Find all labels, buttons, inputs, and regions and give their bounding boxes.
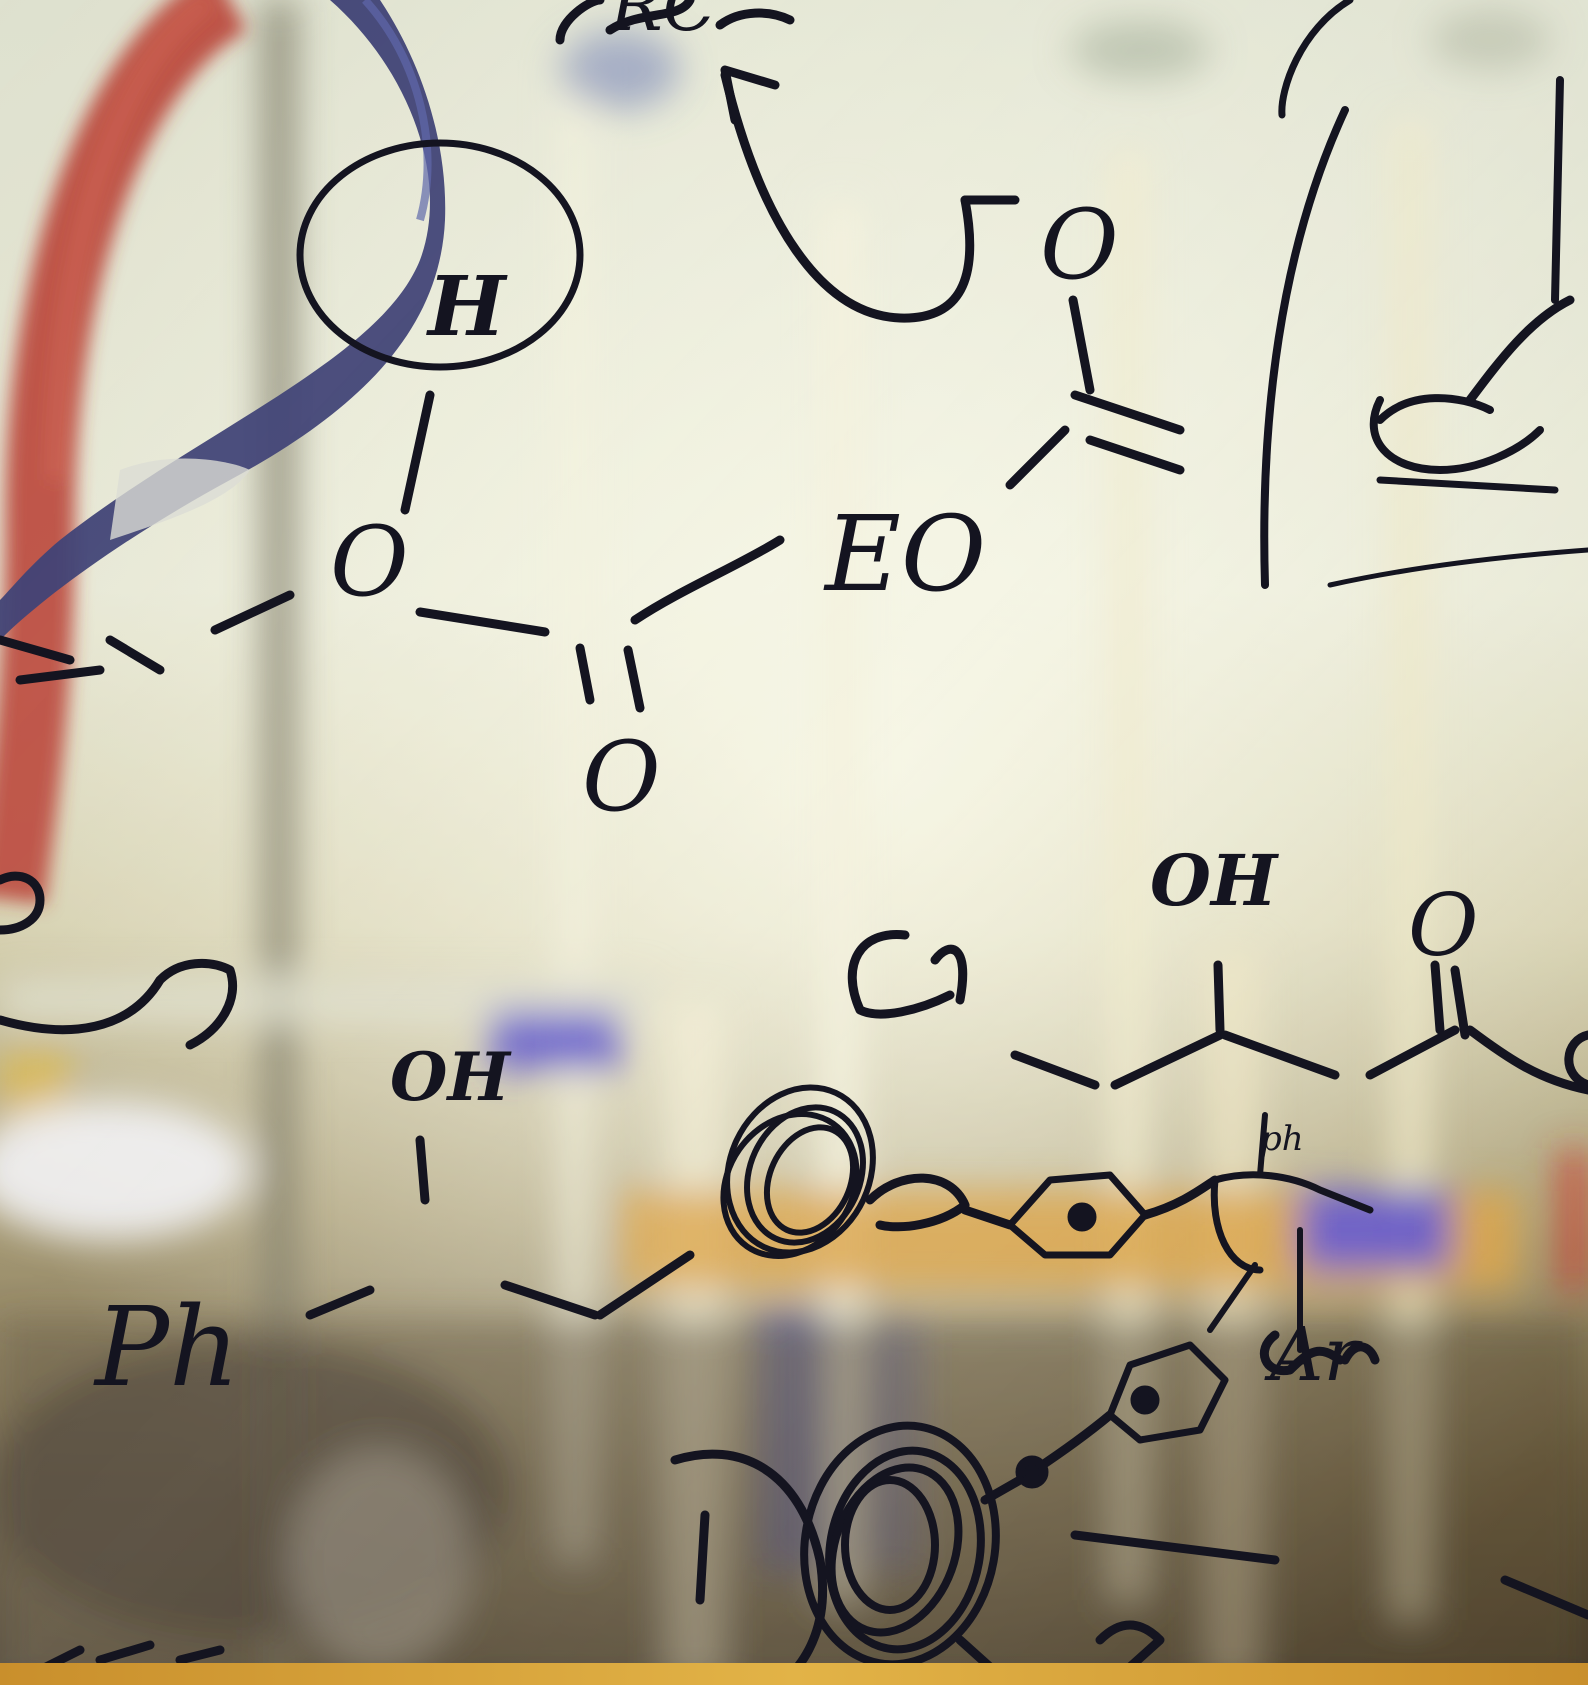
left-ring-fragment [0, 958, 238, 1050]
divider-line [1327, 547, 1588, 588]
o-c-bond-left [210, 590, 295, 635]
small-ph-label: ph [1260, 1119, 1304, 1159]
ball-tail [865, 1173, 970, 1232]
ligand-lines [1207, 1112, 1303, 1353]
right-edge-o [1564, 1030, 1588, 1090]
carbonyl-right-2 [1450, 965, 1470, 1040]
ar-stroke [1259, 1330, 1380, 1376]
ar-label: Ar [1264, 1312, 1363, 1398]
scribble-ball-1 [720, 1084, 876, 1259]
carbonyl-right-1 [1430, 960, 1445, 1035]
arrowhead [720, 65, 780, 125]
oh-left-label: OH [390, 1038, 512, 1116]
bracket-line-2 [1278, 0, 1354, 119]
carbonyl-double-bond-1 [575, 643, 595, 705]
ring-link-2 [1140, 1175, 1220, 1220]
lower-bond-2 [1500, 1575, 1588, 1620]
zigzag-3 [1220, 1030, 1340, 1080]
scribble-right [1369, 394, 1544, 474]
c-chain-1 [500, 1280, 600, 1320]
c-eo-bond [630, 535, 785, 625]
zigzag-1 [1010, 1050, 1100, 1090]
oxygen-label-top: O [1040, 189, 1119, 301]
h-circle [296, 139, 584, 371]
zigzag-4 [1365, 1025, 1460, 1080]
left-edge-strokes [0, 635, 165, 685]
phenyl-ring-2-center [1130, 1385, 1160, 1415]
upper-carbonyl-bond-2 [1085, 435, 1185, 475]
top-fragment-strokes [555, 0, 795, 45]
o-c-bond-right [415, 607, 550, 637]
right-underline [1376, 476, 1559, 494]
scribble-arc [670, 1449, 828, 1685]
eo-c-bond [1005, 425, 1070, 490]
lower-bond-1 [1070, 1530, 1280, 1565]
oh-c-bond [1213, 960, 1225, 1035]
oh-c-bond-left [415, 1135, 430, 1205]
hydrogen-label: H [426, 259, 508, 355]
phenyl-ring-1-center [1067, 1202, 1097, 1232]
cl-scribble [847, 930, 968, 1019]
chelate-ring [1210, 1171, 1374, 1274]
zigzag-2 [1110, 1030, 1225, 1090]
eo-group-label: EO [823, 493, 986, 615]
carbonyl-double-bond-2 [623, 645, 645, 713]
bracket-line-1 [1260, 106, 1349, 589]
link-dot [1015, 1455, 1049, 1489]
oxygen-right-label: O [1408, 876, 1479, 976]
left-edge-scribble [0, 871, 45, 935]
top-fragment-label: RC [608, 0, 716, 47]
zigzag-5 [1465, 1025, 1588, 1095]
ring-link-1 [960, 1205, 1015, 1230]
ph-label: Ph [93, 1283, 240, 1411]
oh-top-label: OH [1150, 839, 1279, 922]
handwritten-labels: RC H O O O EO OH O OH Ph ph Ar [93, 0, 1479, 1411]
h-o-bond [400, 390, 435, 515]
phenyl-ring-2 [1106, 1341, 1229, 1444]
upper-carbonyl-bond-1 [1070, 390, 1185, 435]
bottom-light-strip [0, 1663, 1588, 1685]
ring-link-3 [1030, 1410, 1115, 1475]
c-chain-2 [595, 1250, 695, 1320]
left-vertical-lower [695, 1510, 710, 1605]
curved-arrow [720, 70, 975, 323]
oxygen-label-2: O [582, 721, 661, 833]
oxygen-label-1: O [330, 506, 409, 618]
upper-o-bond [1068, 295, 1095, 395]
right-vertical [1551, 76, 1564, 304]
right-diagonal [1465, 295, 1575, 405]
ph-c-bond [305, 1285, 375, 1320]
